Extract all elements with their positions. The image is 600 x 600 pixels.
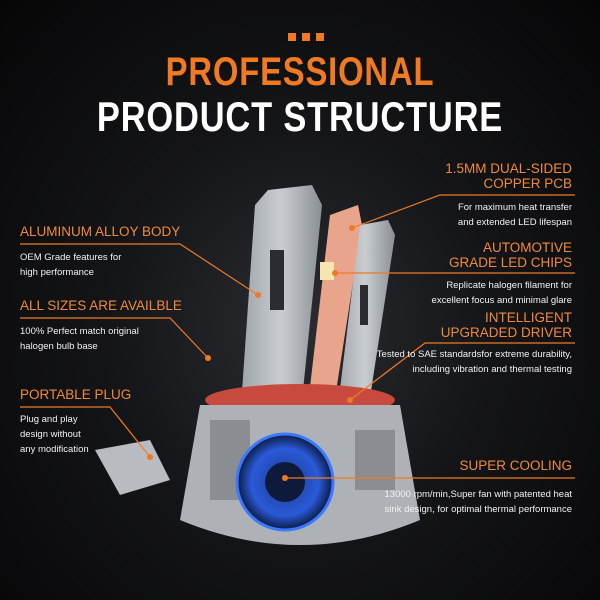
feature-heading-portable-plug: PORTABLE PLUG <box>20 387 132 402</box>
title-line-1: PROFESSIONAL <box>165 50 435 94</box>
title-line-2: PRODUCT STRUCTURE <box>96 93 504 140</box>
feature-desc-driver: Tested to SAE standardsfor extreme durab… <box>376 349 572 375</box>
decorative-dots <box>288 33 324 41</box>
feature-heading-super-cooling: SUPER COOLING <box>459 458 572 473</box>
feature-desc-super-cooling: 13000 rpm/min,Super fan with patented he… <box>384 489 572 515</box>
feature-heading-aluminum-body: ALUMINUM ALLOY BODY <box>20 224 181 239</box>
feature-heading-all-sizes: ALL SIZES ARE AVAILBLE <box>20 298 182 313</box>
